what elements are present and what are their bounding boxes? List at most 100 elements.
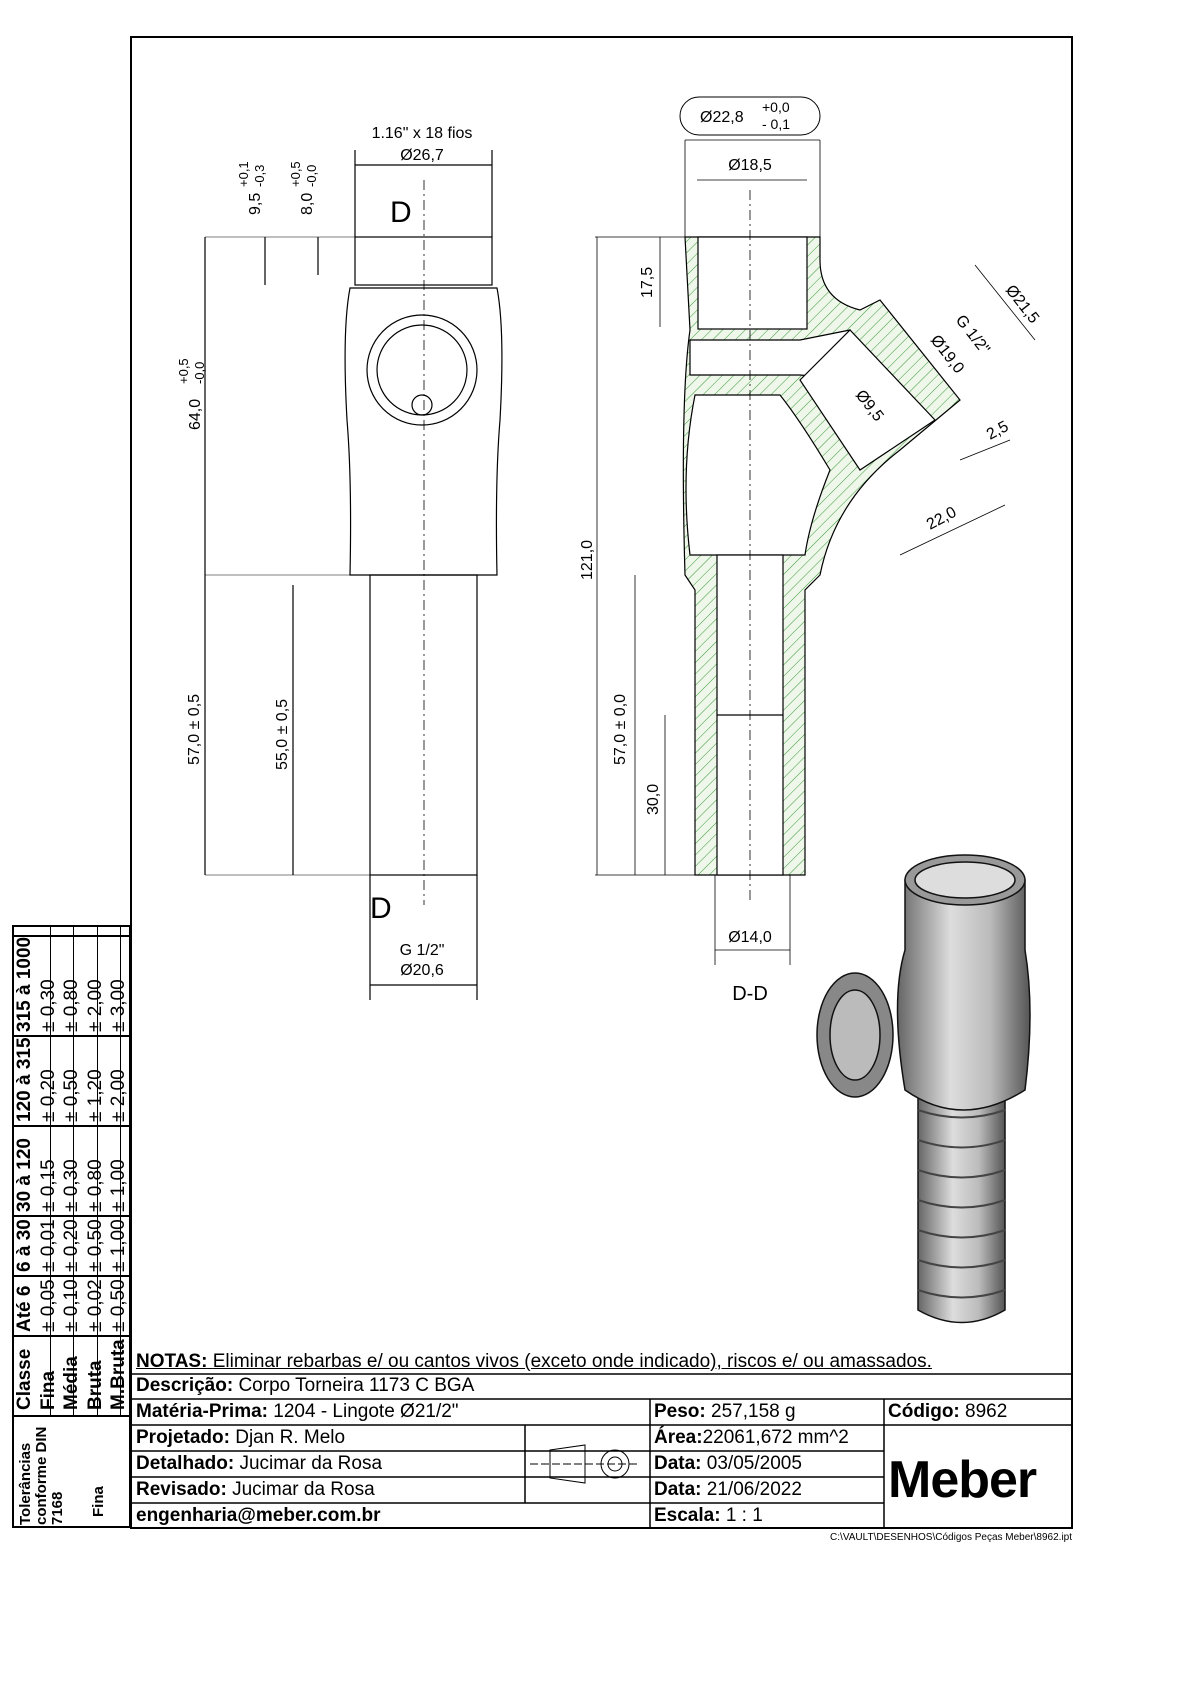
date-created-value: 03/05/2005 (706, 1453, 802, 1474)
tolerance-cell: ± 0,15 (37, 1159, 59, 1212)
table-divider (12, 1415, 131, 1417)
tolerance-cell: ± 0,10 (61, 1279, 82, 1332)
tolerance-cell: Bruta (84, 1360, 106, 1410)
tolerance-class: Fina (90, 1486, 107, 1517)
isometric-3d-view (816, 854, 1031, 1324)
dim-section-inner: Ø18,5 (728, 157, 772, 174)
dim-30: 30,0 (645, 784, 662, 815)
dim-dia-bottom: Ø20,6 (400, 962, 444, 979)
tolerance-header: 30 à 120 (14, 1138, 35, 1212)
description-value: Corpo Torneira 1173 C BGA (238, 1375, 475, 1396)
dim-dia-top: Ø26,7 (400, 147, 444, 164)
date-revised-value: 21/06/2022 (706, 1479, 802, 1500)
tolerance-cell: M.Bruta (108, 1339, 129, 1410)
weight-label: Peso: (654, 1401, 706, 1422)
dim-frame-outer (679, 96, 821, 136)
tolerance-cell: ± 0,30 (61, 1159, 82, 1212)
revised-row: Revisado: Jucimar da Rosa (136, 1478, 375, 1502)
title-block-grid (131, 1373, 1072, 1528)
material-label: Matéria-Prima: (136, 1401, 268, 1422)
description-label: Descrição: (136, 1375, 234, 1396)
tolerance-cell: ± 0,50 (108, 1279, 129, 1332)
notes-label: NOTAS: (136, 1351, 208, 1372)
date-revised-row: Data: 21/06/2022 (654, 1478, 802, 1502)
tolerance-cell: ± 1,00 (108, 1159, 129, 1212)
dim-section-outer: Ø22,8 (700, 109, 744, 126)
designed-value: Djan R. Melo (235, 1427, 346, 1448)
tolerance-cell: ± 0,80 (84, 1159, 106, 1212)
dim-branch-thread: G 1/2" (952, 312, 993, 358)
tolerance-col-divider (120, 925, 121, 1415)
tolerance-cell: ± 0,20 (61, 1219, 82, 1272)
tolerance-header: 315 à 1000 (14, 936, 35, 1032)
dim-height-64: 64,0 (187, 399, 204, 430)
dim-dia-14: Ø14,0 (728, 929, 772, 946)
dim-175: 17,5 (639, 267, 656, 298)
dim-80-upper: +0,5 (288, 161, 303, 187)
tolerance-cell: ± 0,80 (61, 979, 82, 1032)
dim-section-57: 57,0 ± 0,0 (612, 694, 629, 765)
tolerance-row-divider (12, 1335, 131, 1337)
sheet-border (130, 36, 1073, 1529)
dim-section-outer-lower: - 0,1 (762, 116, 790, 132)
tolerance-cell: ± 1,00 (108, 1219, 129, 1272)
area-label: Área: (654, 1427, 703, 1448)
tolerance-row-divider (12, 1035, 131, 1037)
description-row: Descrição: Corpo Torneira 1173 C BGA (136, 1374, 474, 1398)
email-link[interactable]: engenharia@meber.com.br (136, 1505, 381, 1526)
notes-row: NOTAS: Eliminar rebarbas e/ ou cantos vi… (136, 1350, 932, 1374)
tolerance-header: 6 à 30 (14, 1219, 35, 1272)
weight-value: 257,158 g (711, 1401, 796, 1422)
scale-label: Escala: (654, 1505, 721, 1526)
date-created-row: Data: 03/05/2005 (654, 1452, 802, 1476)
section-mark-top: D (390, 196, 412, 229)
detailed-label: Detalhado: (136, 1453, 235, 1474)
scale-value: 1 : 1 (725, 1505, 763, 1526)
front-view (204, 150, 503, 1000)
dim-57: 57,0 ± 0,5 (186, 694, 203, 765)
revised-label: Revisado: (136, 1479, 227, 1500)
tolerance-header: Classe (14, 1348, 35, 1410)
tolerance-cell: ± 2,00 (108, 1069, 129, 1122)
dim-section-outer-upper: +0,0 (762, 99, 790, 115)
section-label: D-D (732, 983, 768, 1005)
tolerance-header: 120 à 315 (14, 1037, 35, 1122)
code-value: 8962 (965, 1401, 1008, 1422)
weight-row: Peso: 257,158 g (654, 1400, 796, 1424)
section-view-d-d (595, 139, 1036, 965)
dim-thread-top: 1.16" x 18 fios (372, 125, 473, 142)
tolerance-col-divider (49, 925, 51, 1415)
tolerance-cell: ± 0,50 (61, 1069, 82, 1122)
date-revised-label: Data: (654, 1479, 702, 1500)
projection-symbol (530, 1444, 640, 1484)
file-path: C:\VAULT\DESENHOS\Códigos Peças Meber\89… (830, 1532, 1072, 1543)
tolerance-header: Até 6 (14, 1285, 35, 1332)
dim-height-64-upper: +0,5 (176, 358, 191, 384)
tolerance-col-divider (96, 925, 98, 1415)
tolerance-cell: ± 0,01 (37, 1219, 59, 1272)
tolerance-cell: ± 0,30 (37, 979, 59, 1032)
material-row: Matéria-Prima: 1204 - Lingote Ø21/2" (136, 1400, 459, 1424)
tolerance-row-divider (12, 1215, 131, 1217)
section-mark-bottom: D (370, 892, 392, 925)
tolerance-cell: Média (61, 1356, 82, 1410)
code-label: Código: (888, 1401, 960, 1422)
code-row: Código: 8962 (888, 1400, 1007, 1424)
notes-text: Eliminar rebarbas e/ ou cantos vivos (ex… (212, 1351, 932, 1372)
tolerance-title: Tolerâncias conforme DIN 7168 (17, 1426, 66, 1525)
tolerance-table: Tolerâncias conforme DIN 7168 Fina (12, 925, 131, 1528)
revised-value: Jucimar da Rosa (232, 1479, 375, 1500)
tolerance-cell: ± 0,50 (84, 1219, 106, 1272)
detailed-row: Detalhado: Jucimar da Rosa (136, 1452, 382, 1476)
dim-thread-bottom: G 1/2" (400, 942, 445, 959)
tolerance-cell: ± 0,20 (37, 1069, 59, 1122)
tolerance-cell: ± 0,02 (84, 1279, 106, 1332)
tolerance-row-divider (12, 935, 131, 937)
tolerance-cell: ± 2,00 (84, 979, 106, 1032)
area-value: 22061,672 mm^2 (702, 1427, 849, 1448)
scale-row: Escala: 1 : 1 (654, 1504, 763, 1528)
designed-row: Projetado: Djan R. Melo (136, 1426, 345, 1450)
tolerance-cell: Fina (37, 1370, 59, 1410)
dim-branch-outer: Ø21,5 (1002, 282, 1042, 327)
